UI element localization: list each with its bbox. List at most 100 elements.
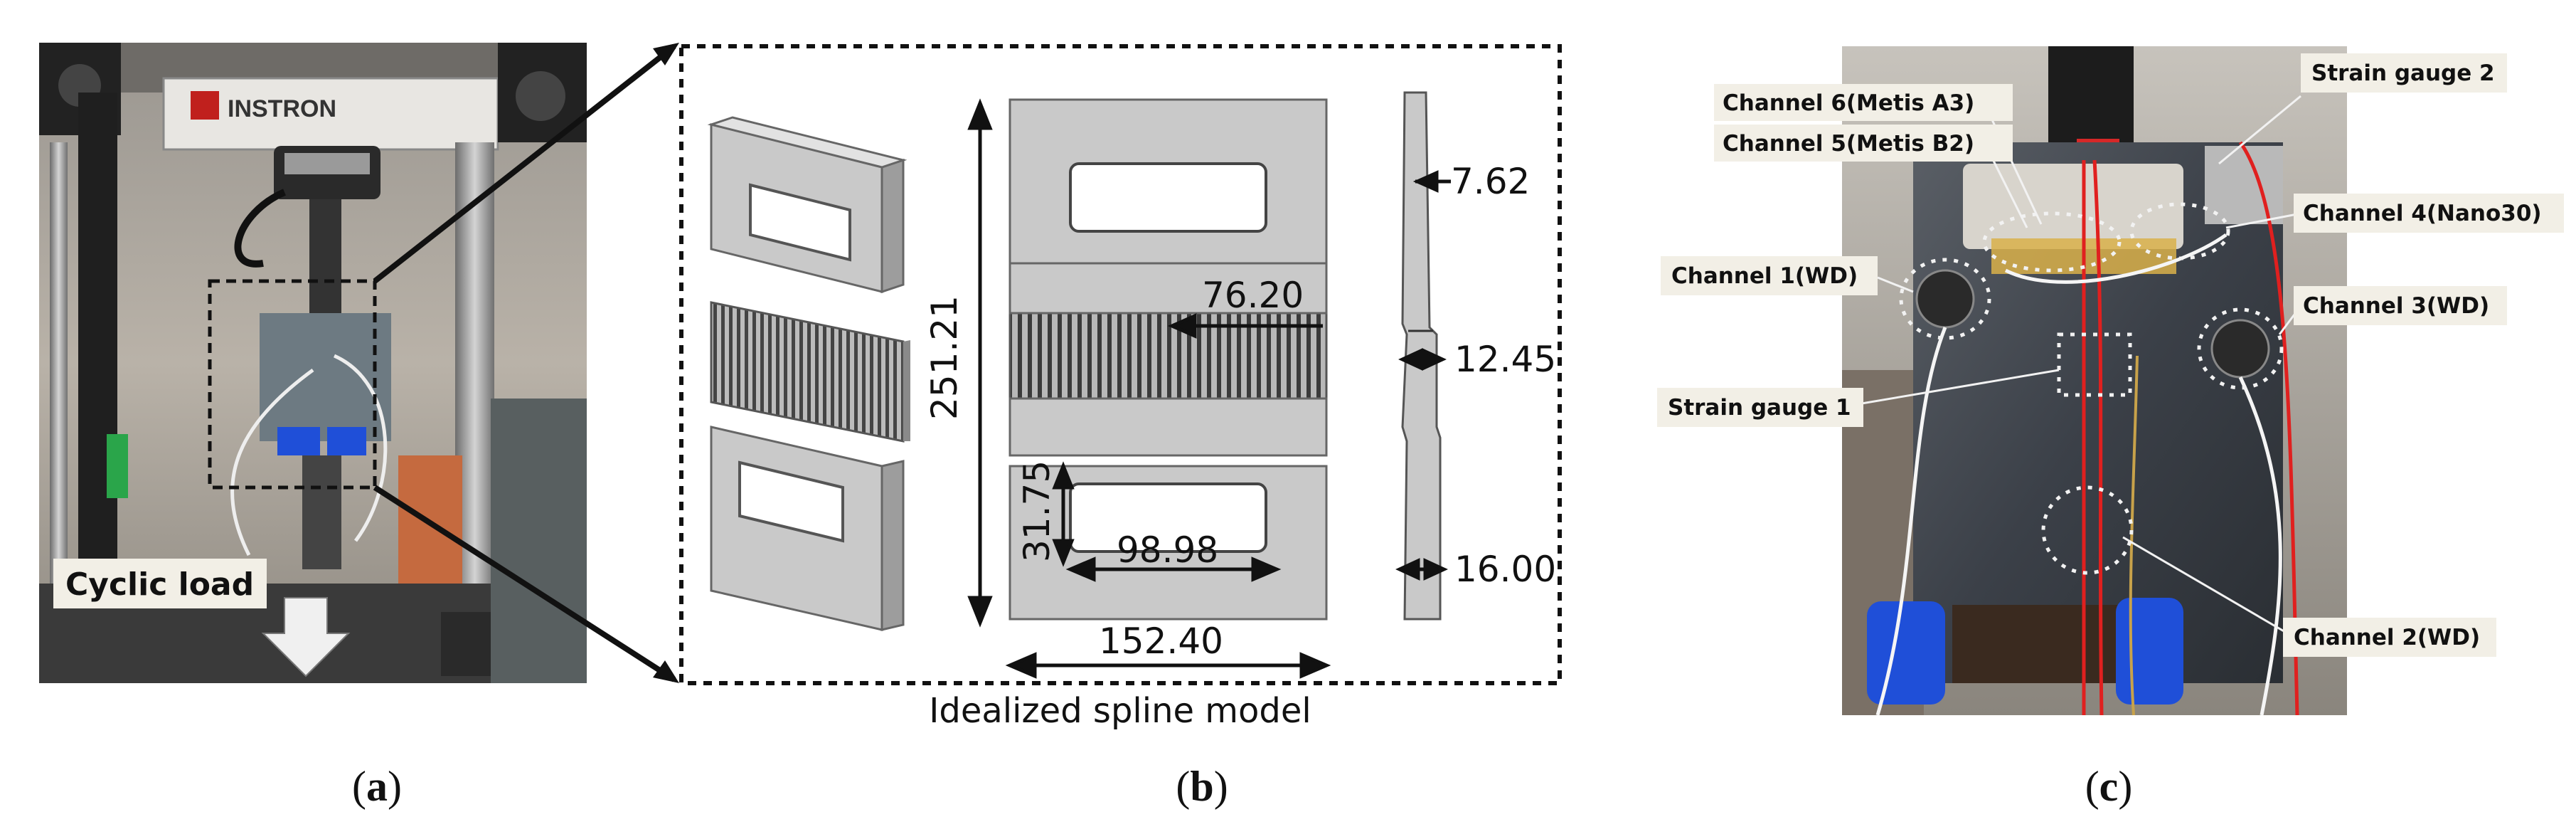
blue-clip-right xyxy=(2116,598,2183,705)
leader-channel-4 xyxy=(2225,212,2301,229)
label-channel-3: Channel 3(WD) xyxy=(2303,293,2489,319)
load-cell-cable xyxy=(234,189,287,268)
caption-b: (b) xyxy=(1176,763,1228,810)
dim-thickness-mid-arrow-right xyxy=(1422,348,1447,371)
zoom-arrowhead-top xyxy=(653,43,679,65)
front-bottom-gap xyxy=(1008,397,1328,457)
cyclic-load-label: Cyclic load xyxy=(65,566,254,603)
highlight-channel-4 xyxy=(2129,202,2230,260)
label-box-channel-6 xyxy=(1714,84,2013,121)
dim-slot-height-arrow-bottom xyxy=(1052,539,1075,567)
label-channel-1: Channel 1(WD) xyxy=(1671,263,1858,289)
side-console xyxy=(491,399,587,683)
dim-slot-height-label: 31.75 xyxy=(1016,460,1058,562)
label-box-strain-gauge-1 xyxy=(1657,388,1863,427)
cyclic-load-label-box xyxy=(53,559,267,608)
dim-height-arrow-bottom xyxy=(967,596,993,628)
label-box-channel-5 xyxy=(1714,125,2013,162)
dim-width-label: 152.40 xyxy=(1099,621,1223,662)
label-channel-5: Channel 5(Metis B2) xyxy=(1723,131,1974,157)
highlight-channel-2 xyxy=(2041,485,2134,575)
highlight-channel-3 xyxy=(2197,307,2284,390)
dim-thickness-bottom-label: 16.00 xyxy=(1454,549,1556,590)
front-top-slot xyxy=(1069,162,1267,233)
label-strain-gauge-2: Strain gauge 2 xyxy=(2311,60,2495,86)
dim-thickness-bottom-arrow-left xyxy=(1395,558,1420,581)
speaker-right-cone xyxy=(516,71,565,121)
machine-brand-label: INSTRON xyxy=(228,95,336,122)
leader-channel-6 xyxy=(1983,102,2043,225)
sensor-cables xyxy=(230,354,388,556)
caption-a-close: ) xyxy=(388,763,402,810)
upper-grip-rod xyxy=(309,199,341,313)
caption-b-close: ) xyxy=(1214,763,1228,810)
channel-3-sensor xyxy=(2210,319,2270,379)
dim-height-arrow-top xyxy=(967,98,993,130)
highlight-channel-5-6 xyxy=(1982,211,2122,273)
channel-1-sensor xyxy=(1915,269,1975,329)
panel-c-photo: Strain gauge 2 Channel 6(Metis A3) Chann… xyxy=(1657,46,2564,716)
specimen-blue-clips xyxy=(277,427,320,455)
zoom-connector-bottom xyxy=(373,485,676,682)
cyclic-load-arrow-icon xyxy=(261,597,351,677)
dim-spline-length-label: 76.20 xyxy=(1202,275,1304,316)
upper-clamp-block xyxy=(2048,46,2134,149)
iso-top-plate-top xyxy=(707,116,908,169)
caption-c-close: ) xyxy=(2118,763,2132,810)
panel-b-model: 251.21 76.20 31.75 98.98 152.40 7.62 12.… xyxy=(679,44,1562,731)
front-mid-gap xyxy=(1008,262,1328,315)
label-strain-gauge-1: Strain gauge 1 xyxy=(1668,395,1851,421)
label-channel-4: Channel 4(Nano30) xyxy=(2303,201,2542,226)
dim-slot-width-label: 98.98 xyxy=(1117,529,1218,571)
lower-grip-rod xyxy=(302,455,341,569)
leader-channel-1 xyxy=(1877,276,1914,293)
dim-thickness-top-label: 7.62 xyxy=(1451,161,1530,202)
model-title: Idealized spline model xyxy=(929,691,1311,731)
iso-bottom-slot xyxy=(738,460,844,543)
caption-a-letter: a xyxy=(366,763,388,810)
caption-a: (a) xyxy=(352,763,402,810)
dim-spline-length-arrow xyxy=(1167,313,1197,339)
zoom-connector-top xyxy=(373,43,676,284)
caption-c-open: ( xyxy=(2085,763,2099,810)
dim-thickness-mid-arrow-left xyxy=(1398,348,1423,371)
zoom-region-box xyxy=(208,279,377,490)
leader-lines xyxy=(1848,95,2302,638)
leader-channel-2 xyxy=(2122,536,2294,638)
isometric-view xyxy=(707,116,910,631)
brick-sample xyxy=(398,455,462,598)
highlight-strain-gauge-1 xyxy=(2057,332,2132,397)
panel-a-photo: INSTRON Cyclic load xyxy=(39,43,587,683)
label-channel-2: Channel 2(WD) xyxy=(2294,625,2480,650)
zoom-arrowhead-bottom xyxy=(653,660,679,683)
iso-top-slot xyxy=(749,183,851,262)
instron-logo-badge xyxy=(191,91,219,120)
specimen-plate-photo xyxy=(260,313,391,441)
green-tube xyxy=(107,434,128,498)
white-wires xyxy=(1875,233,2282,716)
dim-slot-width-arrow-left xyxy=(1065,556,1096,582)
dim-width-arrow-right xyxy=(1299,652,1331,679)
caption-b-open: ( xyxy=(1176,763,1190,810)
dimension-lines xyxy=(967,98,1451,679)
iso-spline-edge xyxy=(903,340,910,441)
blue-clip-left xyxy=(1867,601,1945,705)
dim-slot-height-arrow-top xyxy=(1052,461,1075,490)
sensor-highlights xyxy=(1899,202,2284,575)
iso-top-plate-edge xyxy=(880,158,905,294)
iso-bottom-plate-edge xyxy=(880,460,905,631)
load-cell-ring xyxy=(284,153,370,174)
dim-slot-width-arrow-right xyxy=(1251,556,1282,582)
label-box-channel-4 xyxy=(2294,194,2564,233)
leader-strain-gauge-1 xyxy=(1848,369,2060,407)
specimen-blue-clips-right xyxy=(327,427,366,455)
label-box-channel-3 xyxy=(2294,286,2507,325)
caption-a-open: ( xyxy=(352,763,366,810)
red-wires xyxy=(2082,141,2299,716)
caption-c: (c) xyxy=(2085,763,2133,810)
label-box-strain-gauge-2 xyxy=(2301,53,2507,93)
tan-wire xyxy=(2129,355,2139,716)
highlight-channel-1 xyxy=(1899,258,1991,340)
upper-window xyxy=(1963,164,2183,249)
